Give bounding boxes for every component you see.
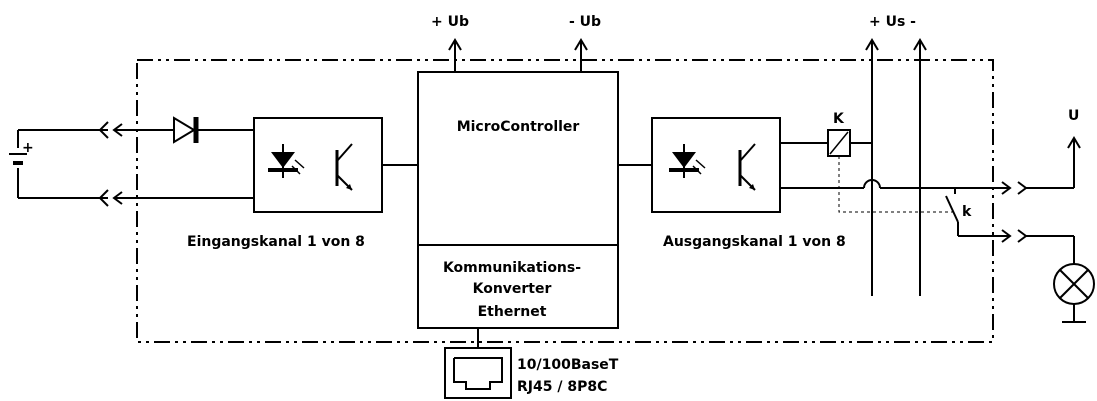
module-enclosure — [136, 59, 994, 343]
output-connector-icon — [1001, 181, 1074, 243]
relay-contact-icon — [945, 187, 1010, 237]
minus-ub-label: - Ub — [569, 14, 601, 30]
minus-us-arrow-icon — [913, 38, 927, 296]
converter-label-2: Konverter — [473, 281, 552, 297]
microcontroller-label: MicroController — [457, 119, 580, 135]
u-arrow-icon — [1067, 136, 1081, 188]
rj45-port-icon — [444, 347, 512, 399]
battery-plus-label: + — [22, 140, 34, 156]
us-label: + Us - — [869, 14, 916, 30]
port-label-2: RJ45 / 8P8C — [517, 379, 607, 395]
output-optocoupler — [651, 117, 781, 213]
input-optocoupler — [253, 117, 383, 213]
microcontroller-block: MicroController Kommunikations- Konverte… — [417, 71, 619, 329]
converter-label-3: Ethernet — [478, 304, 547, 320]
input-connector-icon — [98, 121, 254, 207]
led-icon-output — [669, 144, 706, 178]
relay-coil-label: K — [833, 111, 845, 127]
converter-label-1: Kommunikations- — [443, 260, 581, 276]
diode-icon — [173, 116, 254, 144]
relay-contact-label: k — [962, 204, 972, 220]
input-channel-label: Eingangskanal 1 von 8 — [187, 234, 365, 250]
phototransistor-icon-output — [738, 143, 756, 191]
led-icon — [268, 144, 305, 178]
port-label-1: 10/100BaseT — [517, 357, 619, 373]
phototransistor-icon — [335, 143, 353, 191]
plus-ub-arrow-icon — [448, 38, 462, 72]
u-label: U — [1068, 108, 1079, 124]
minus-ub-arrow-icon — [574, 38, 588, 72]
plus-us-arrow-icon — [865, 38, 879, 296]
output-channel-label: Ausgangskanal 1 von 8 — [663, 234, 846, 250]
plus-ub-label: + Ub — [431, 14, 469, 30]
relay-coil-icon — [827, 129, 851, 157]
lamp-icon — [1053, 263, 1095, 305]
battery-icon: + — [9, 129, 108, 199]
